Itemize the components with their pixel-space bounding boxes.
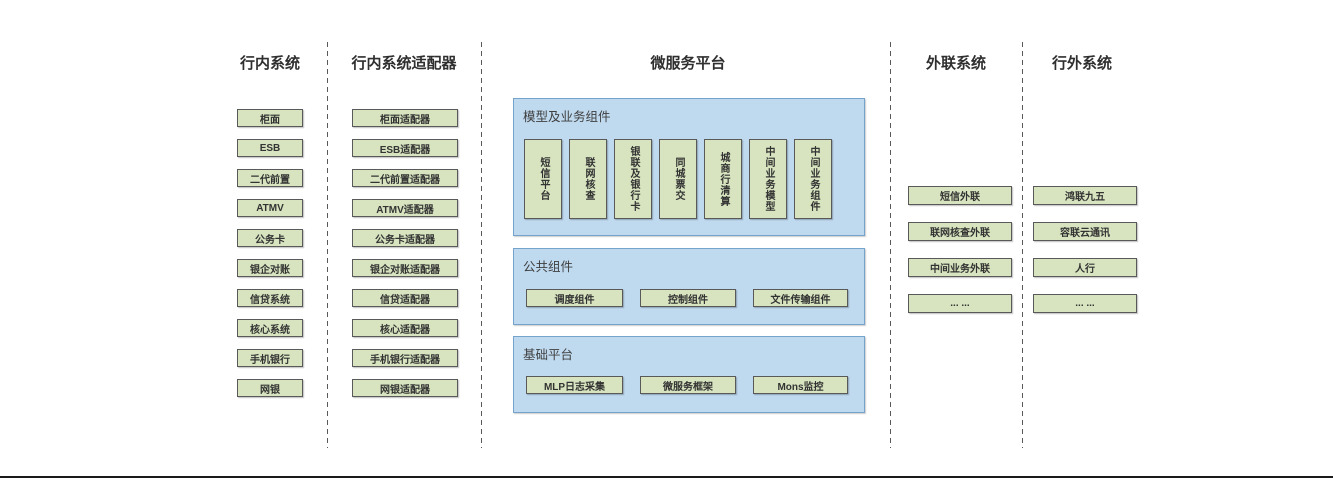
model-component-box: 同城票交 [659, 139, 697, 219]
model-component-label: 银联及银行卡 [628, 146, 639, 212]
outside-system-box: 人行 [1033, 258, 1137, 277]
column-header-microservice-platform: 微服务平台 [650, 55, 726, 72]
panel-common-components: 公共组件 调度组件 控制组件 文件传输组件 [513, 248, 865, 325]
column-header-internal-adapters: 行内系统适配器 [351, 55, 457, 72]
base-platform-box: 微服务框架 [640, 376, 736, 394]
model-component-label: 中间业务组件 [808, 146, 819, 212]
column-divider [890, 42, 891, 448]
model-component-box: 短信平台 [524, 139, 562, 219]
model-component-label: 中间业务模型 [763, 146, 774, 212]
base-platform-box: MLP日志采集 [526, 376, 623, 394]
adapter-box: 网银适配器 [352, 379, 458, 397]
adapter-column: 柜面适配器 ESB适配器 二代前置适配器 ATMV适配器 公务卡适配器 银企对账… [352, 109, 458, 397]
model-component-label: 城商行清算 [718, 151, 729, 207]
internal-system-box: 网银 [237, 379, 303, 397]
external-link-box: 联网核查外联 [908, 222, 1012, 241]
external-link-box: 短信外联 [908, 186, 1012, 205]
model-component-box: 联网核查 [569, 139, 607, 219]
external-link-box: ... ... [908, 294, 1012, 313]
adapter-box: 二代前置适配器 [352, 169, 458, 187]
adapter-box: ATMV适配器 [352, 199, 458, 217]
adapter-box: 公务卡适配器 [352, 229, 458, 247]
column-divider [481, 42, 482, 448]
model-component-label: 短信平台 [538, 157, 549, 201]
adapter-box: ESB适配器 [352, 139, 458, 157]
internal-system-box: 核心系统 [237, 319, 303, 337]
panel-title: 模型及业务组件 [523, 110, 611, 124]
internal-system-box: 公务卡 [237, 229, 303, 247]
internal-system-box: 手机银行 [237, 349, 303, 367]
outside-system-box: 容联云通讯 [1033, 222, 1137, 241]
common-component-box: 控制组件 [640, 289, 736, 307]
external-link-box: 中间业务外联 [908, 258, 1012, 277]
base-platform-row: MLP日志采集 微服务框架 Mons监控 [526, 376, 848, 394]
adapter-box: 核心适配器 [352, 319, 458, 337]
internal-system-box: 信贷系统 [237, 289, 303, 307]
internal-system-box: 银企对账 [237, 259, 303, 277]
adapter-box: 手机银行适配器 [352, 349, 458, 367]
panel-title: 公共组件 [523, 260, 574, 274]
internal-system-box: ATMV [237, 199, 303, 217]
column-header-internal-systems: 行内系统 [239, 55, 300, 72]
internal-system-box: ESB [237, 139, 303, 157]
outside-systems-column: 鸿联九五 容联云通讯 人行 ... ... [1033, 186, 1137, 313]
model-component-box: 中间业务组件 [794, 139, 832, 219]
column-header-external-link-systems: 外联系统 [925, 55, 986, 72]
model-component-box: 城商行清算 [704, 139, 742, 219]
panel-model-business-components: 模型及业务组件 短信平台 联网核查 银联及银行卡 同城票交 城商行清算 中间业务… [513, 98, 865, 236]
common-component-row: 调度组件 控制组件 文件传输组件 [526, 289, 848, 307]
outside-system-box: ... ... [1033, 294, 1137, 313]
external-link-column: 短信外联 联网核查外联 中间业务外联 ... ... [908, 186, 1012, 313]
panel-title: 基础平台 [523, 348, 574, 362]
column-divider [1022, 42, 1023, 448]
model-component-box: 银联及银行卡 [614, 139, 652, 219]
common-component-box: 文件传输组件 [753, 289, 848, 307]
adapter-box: 柜面适配器 [352, 109, 458, 127]
base-platform-box: Mons监控 [753, 376, 848, 394]
model-component-box: 中间业务模型 [749, 139, 787, 219]
internal-system-box: 二代前置 [237, 169, 303, 187]
column-divider [327, 42, 328, 448]
internal-systems-column: 柜面 ESB 二代前置 ATMV 公务卡 银企对账 信贷系统 核心系统 手机银行… [237, 109, 303, 397]
adapter-box: 信贷适配器 [352, 289, 458, 307]
model-component-row: 短信平台 联网核查 银联及银行卡 同城票交 城商行清算 中间业务模型 中间业务组… [524, 139, 832, 219]
column-header-outside-systems: 行外系统 [1051, 55, 1112, 72]
panel-base-platform: 基础平台 MLP日志采集 微服务框架 Mons监控 [513, 336, 865, 413]
bottom-rule [0, 476, 1333, 478]
outside-system-box: 鸿联九五 [1033, 186, 1137, 205]
common-component-box: 调度组件 [526, 289, 623, 307]
model-component-label: 联网核查 [583, 157, 594, 201]
adapter-box: 银企对账适配器 [352, 259, 458, 277]
model-component-label: 同城票交 [673, 157, 684, 201]
internal-system-box: 柜面 [237, 109, 303, 127]
